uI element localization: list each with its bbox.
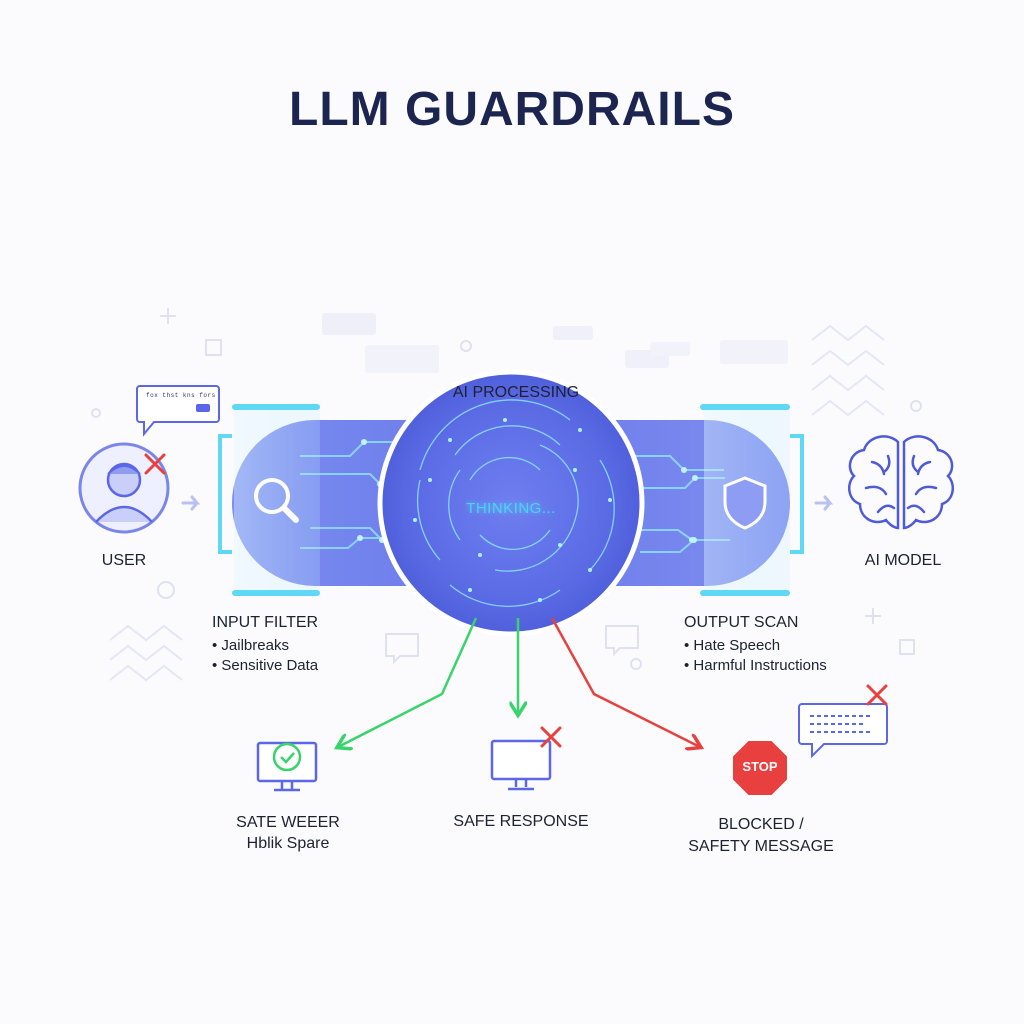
outcome-title: SAFE RESPONSE	[453, 813, 589, 830]
page-title: LLM GUARDRAILS	[289, 83, 735, 136]
monitor-check-icon	[256, 741, 318, 792]
outcome-title: BLOCKED /	[718, 816, 804, 833]
blocked-chat-bubble	[798, 684, 888, 759]
outcome-subtitle: SAFETY MESSAGE	[688, 838, 834, 855]
user-bubble-text: fox thst kns fors	[146, 392, 216, 399]
brain-icon	[847, 435, 955, 530]
model-label: AI MODEL	[864, 552, 942, 569]
input-filter-panel: INPUT FILTER Jailbreaks Sensitive Data	[212, 614, 392, 676]
thinking-status: THINKING...	[466, 500, 556, 517]
background-decoration	[91, 308, 922, 682]
output-scan-panel: OUTPUT SCAN Hate Speech Harmful Instruct…	[684, 614, 884, 676]
outcome-title: SATE WEEER	[236, 814, 340, 831]
shield-icon	[723, 476, 767, 530]
user-x-icon	[144, 453, 166, 475]
stop-sign-label: STOP	[742, 759, 778, 774]
input-filter-item: Jailbreaks	[212, 636, 392, 656]
user-chat-bubble	[136, 385, 220, 437]
magnifier-icon	[254, 478, 299, 523]
monitor-x-icon	[490, 726, 562, 791]
arrow-scan-to-model	[814, 495, 834, 511]
outcome-blocked: BLOCKED / SAFETY MESSAGE	[676, 814, 846, 858]
arrow-to-safe-output	[340, 617, 478, 746]
processing-core	[377, 369, 645, 637]
outcome-safe-output: SATE WEEER Hblik Spare	[218, 812, 358, 854]
arrow-to-blocked	[550, 617, 698, 746]
output-scan-item: Hate Speech	[684, 636, 884, 656]
arrow-user-to-filter	[181, 495, 201, 511]
user-icon	[78, 442, 170, 534]
user-label: USER	[101, 552, 147, 569]
outcome-safe-response: SAFE RESPONSE	[436, 813, 606, 831]
stop-sign-icon	[731, 739, 789, 797]
processing-label: AI PROCESSING	[452, 384, 580, 401]
input-filter-title: INPUT FILTER	[212, 614, 319, 631]
input-filter-item: Sensitive Data	[212, 656, 392, 676]
output-scan-title: OUTPUT SCAN	[684, 614, 799, 631]
output-scan-item: Harmful Instructions	[684, 656, 884, 676]
outcome-subtitle: Hblik Spare	[246, 835, 330, 852]
